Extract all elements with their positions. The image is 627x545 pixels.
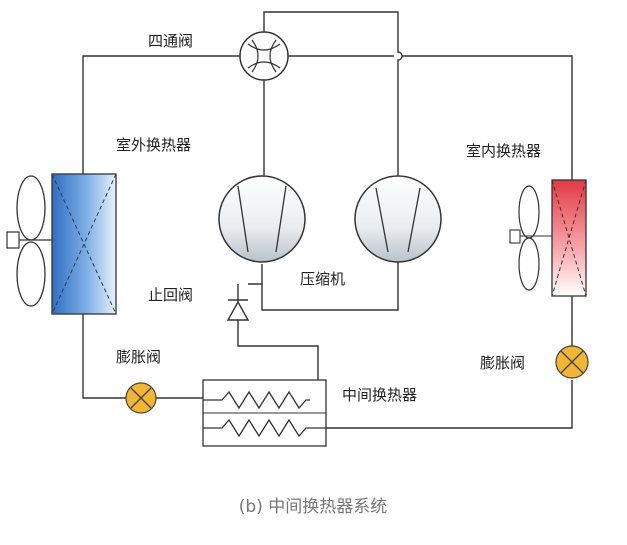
compressor-right-icon — [354, 175, 442, 263]
outdoor-heat-exchanger-label: 室外换热器 — [116, 136, 191, 154]
intermediate-heat-exchanger — [202, 379, 327, 447]
pipes — [82, 11, 573, 429]
expansion-valve-left-icon — [125, 382, 157, 414]
four-way-valve-label: 四通阀 — [148, 32, 193, 50]
expansion-valve-left-label: 膨胀阀 — [116, 348, 161, 366]
outdoor-heat-exchanger — [51, 173, 117, 315]
figure-caption: (b) 中间换热器系统 — [239, 497, 387, 517]
indoor-fan-icon — [509, 185, 552, 291]
indoor-heat-exchanger-label: 室内换热器 — [466, 142, 541, 160]
expansion-valve-right-label: 膨胀阀 — [480, 354, 525, 372]
check-valve-icon — [226, 299, 250, 321]
compressor-left-icon — [218, 175, 306, 263]
four-way-valve-icon — [239, 31, 289, 81]
compressor-label: 压缩机 — [300, 270, 345, 288]
indoor-heat-exchanger — [551, 179, 587, 297]
check-valve-label: 止回阀 — [148, 286, 193, 304]
intermediate-heat-exchanger-label: 中间换热器 — [342, 386, 417, 404]
outdoor-fan-icon — [6, 175, 52, 307]
expansion-valve-right-icon — [555, 345, 589, 379]
